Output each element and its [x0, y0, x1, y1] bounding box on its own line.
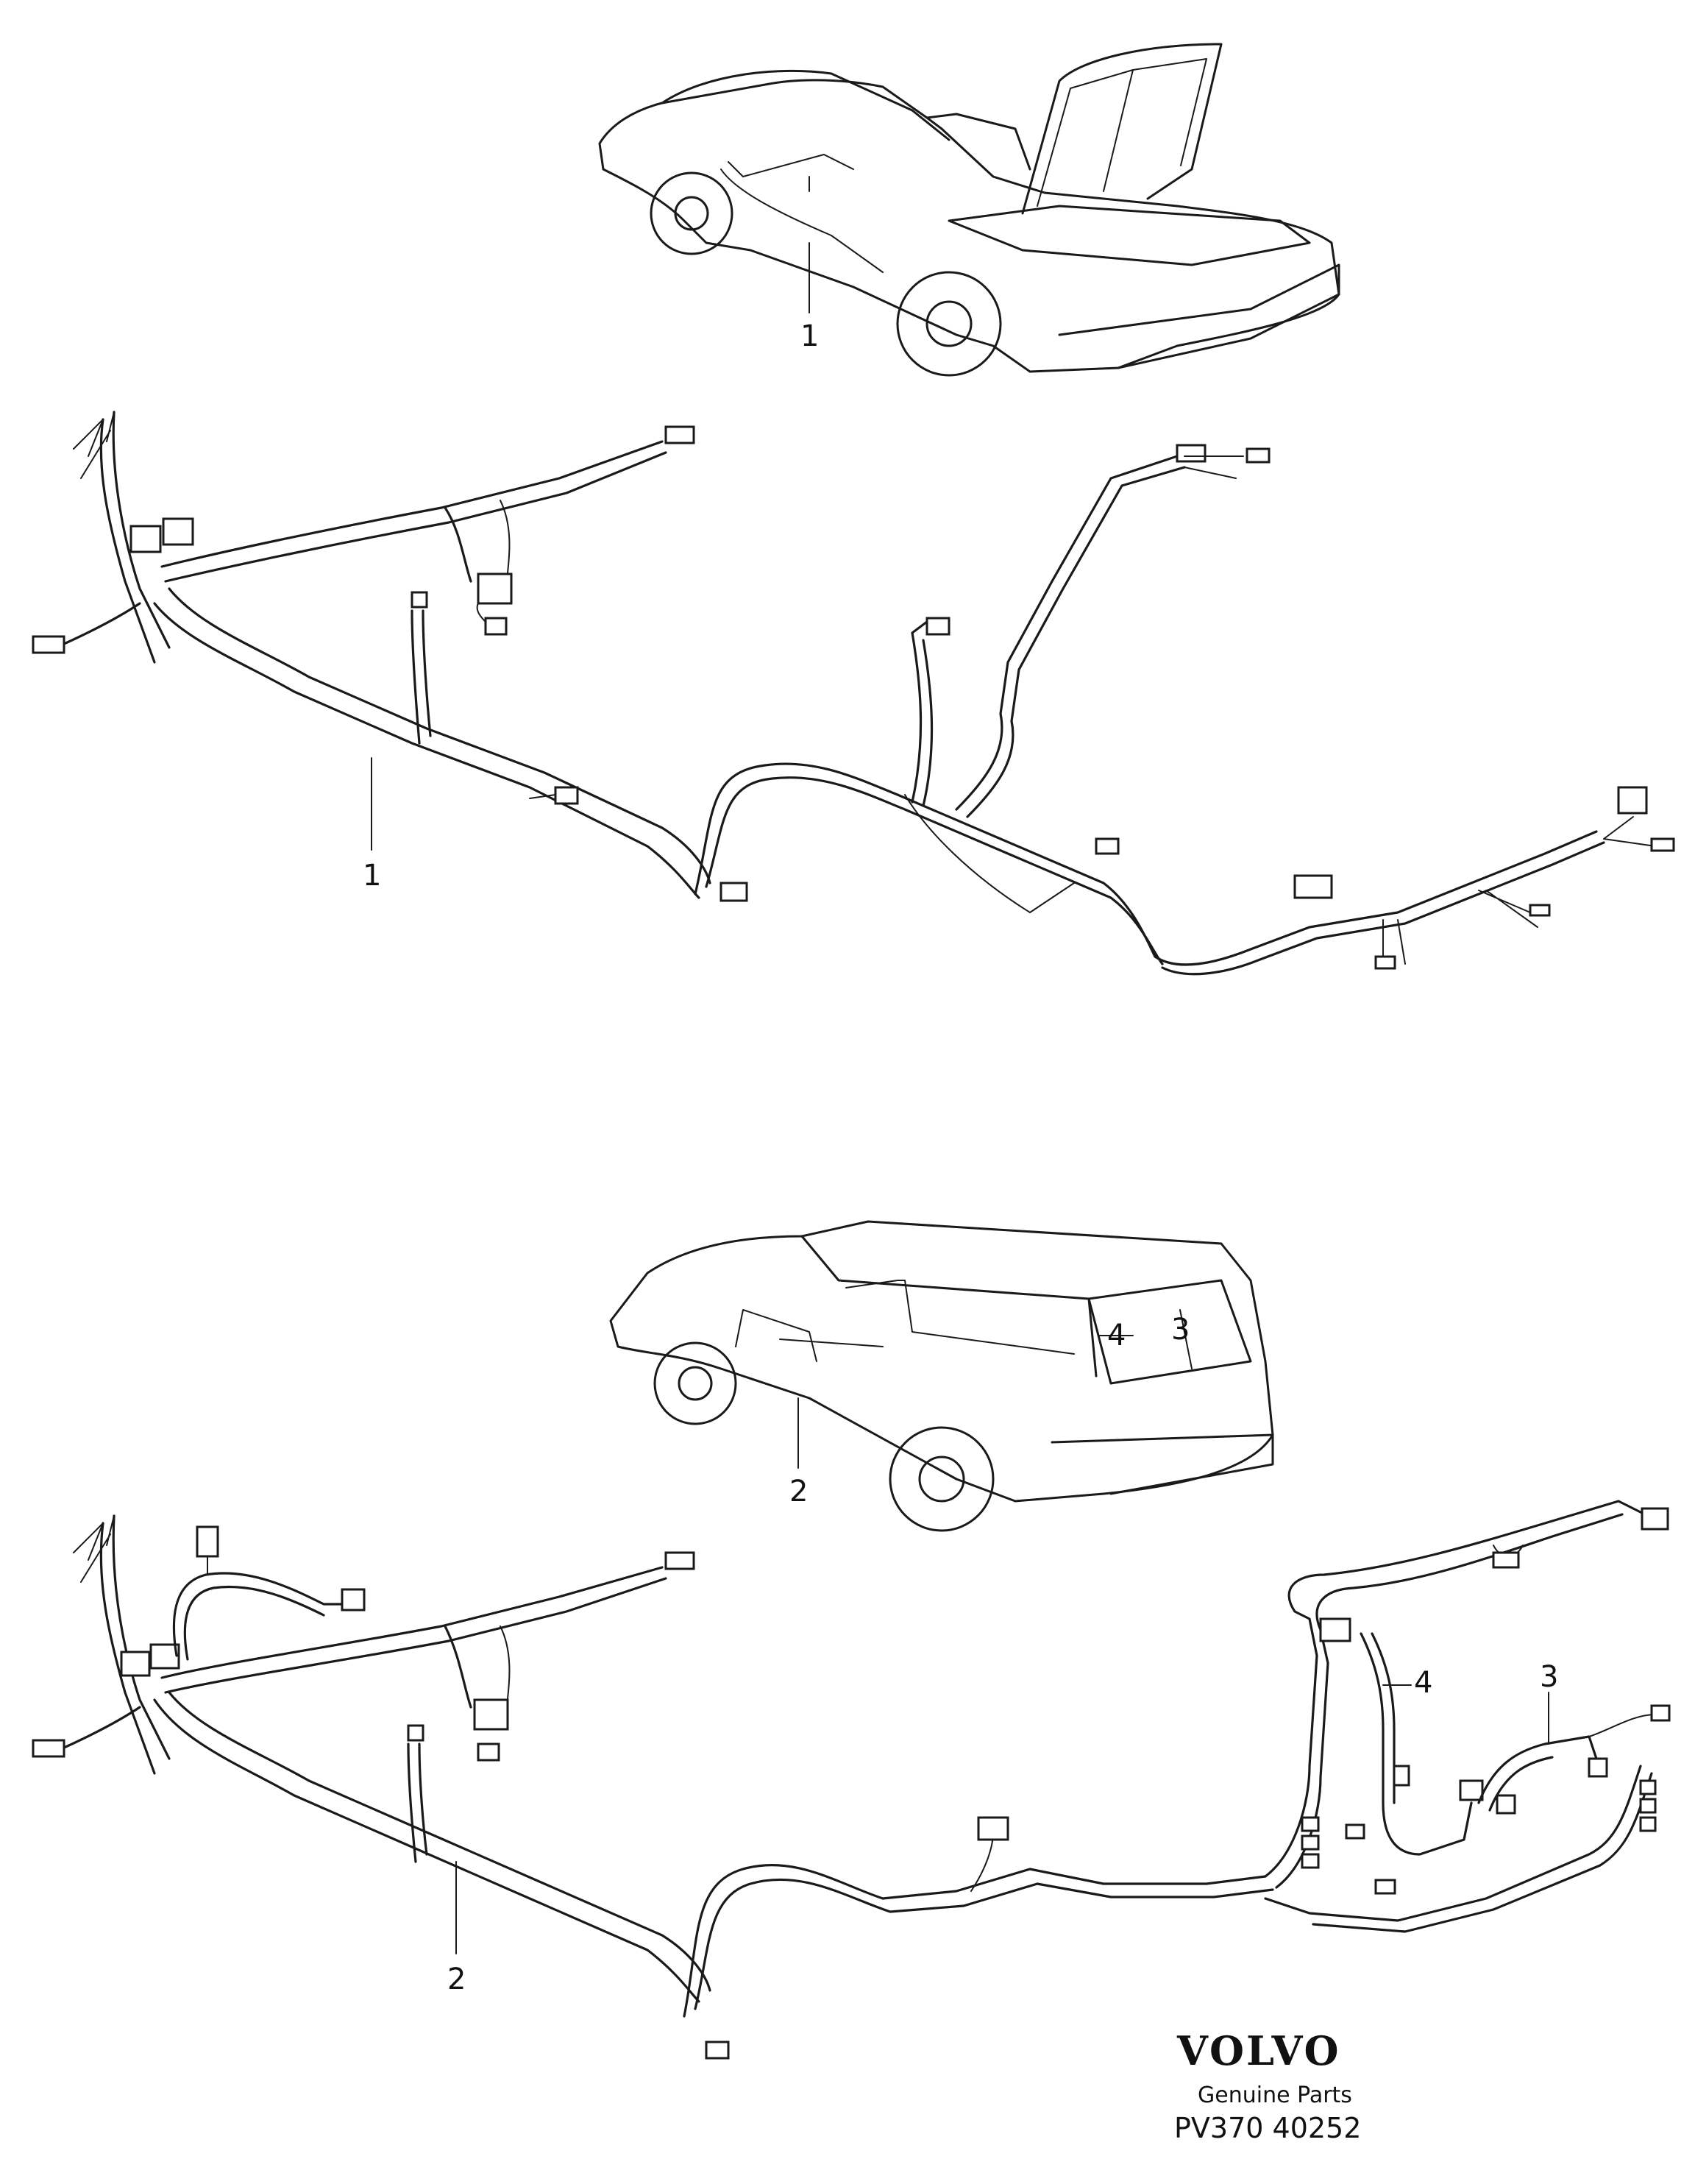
wagon-car-illustration: 2 3 4: [609, 1220, 1274, 1532]
sedan-car-illustration: 1: [598, 43, 1340, 377]
wagon-car-callout: 2: [789, 1475, 808, 1508]
brand-tagline: Genuine Parts: [1198, 2082, 1352, 2108]
wagon-harness-callout: 2: [447, 1963, 466, 1996]
wagon-car-part3-callout: 3: [1171, 1313, 1190, 1347]
sedan-wiring-harness: 1: [32, 411, 1675, 976]
sedan-car-callout: 1: [800, 319, 819, 353]
wagon-harness-part4-callout: 4: [1414, 1666, 1432, 1700]
reference-code: PV370 40252: [1174, 2112, 1362, 2144]
sedan-harness-callout: 1: [363, 859, 381, 893]
wagon-harness-part3-callout: 3: [1540, 1660, 1558, 1694]
volvo-logo: VOLVO: [1177, 2027, 1341, 2074]
wagon-car-part4-callout: 4: [1107, 1319, 1126, 1352]
wagon-wiring-harness: 4 3 2: [32, 1500, 1671, 2060]
